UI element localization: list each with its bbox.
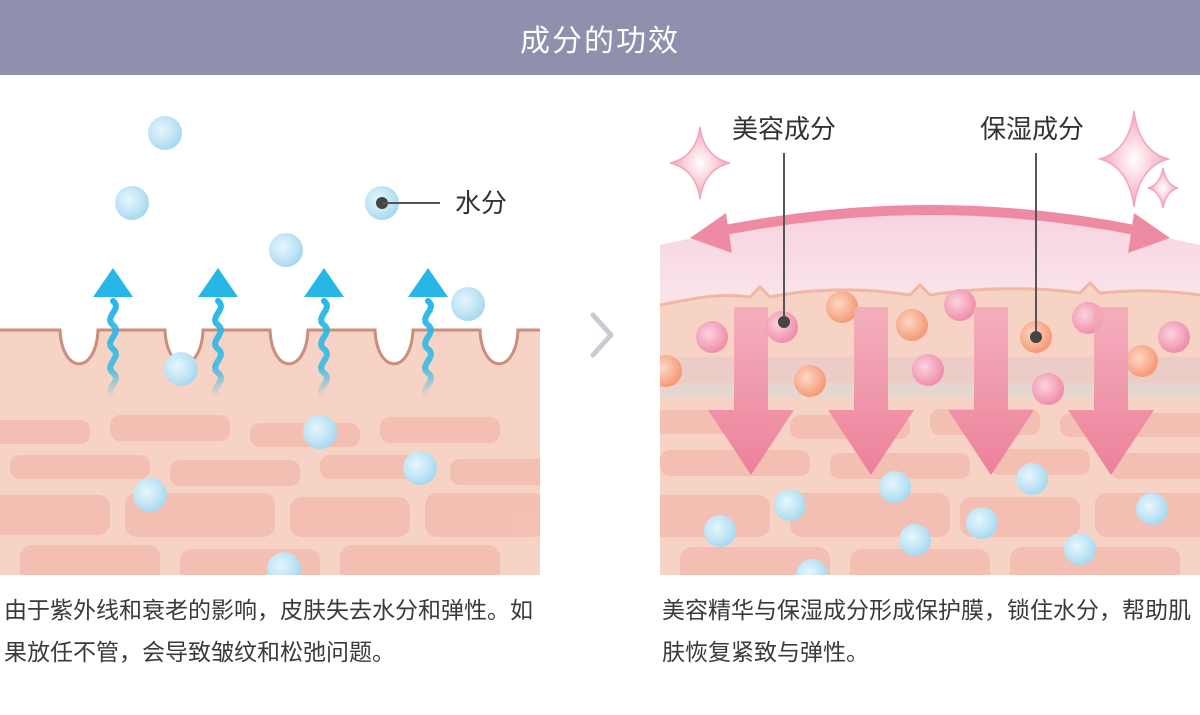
skin-surface-line xyxy=(0,328,540,366)
chevron-right-icon xyxy=(583,310,623,360)
moisture-particles xyxy=(660,291,1158,397)
water-label: 水分 xyxy=(455,189,507,219)
left-caption: 由于紫外线和衰老的影响，皮肤失去水分和弹性。如果放任不管，会导致皱纹和松弛问题。 xyxy=(4,598,533,666)
dry-skin-illustration: 水分 xyxy=(0,75,540,575)
header-bar: 成分的功效 xyxy=(0,0,1200,75)
beauty-label: 美容成分 xyxy=(732,115,836,145)
skin-surface-line xyxy=(660,280,1200,307)
wavy-up-arrow-icon xyxy=(107,298,434,400)
water-particles xyxy=(704,463,1168,575)
treated-skin-illustration: 美容成分 保湿成分 xyxy=(660,75,1200,575)
spread-arrow xyxy=(690,205,1170,253)
beauty-label-dot xyxy=(778,316,790,328)
right-caption: 美容精华与保湿成分形成保护膜，锁住水分，帮助肌肤恢复紧致与弹性。 xyxy=(662,598,1191,666)
moisture-label: 保湿成分 xyxy=(980,115,1084,145)
arrow-heads xyxy=(93,268,448,297)
skin-surface xyxy=(0,330,540,575)
sparkle-icon xyxy=(669,110,1179,209)
water-particles xyxy=(115,116,485,575)
moisture-label-dot xyxy=(1030,331,1042,343)
down-arrow-icon xyxy=(708,307,1154,475)
page-title: 成分的功效 xyxy=(520,23,680,59)
